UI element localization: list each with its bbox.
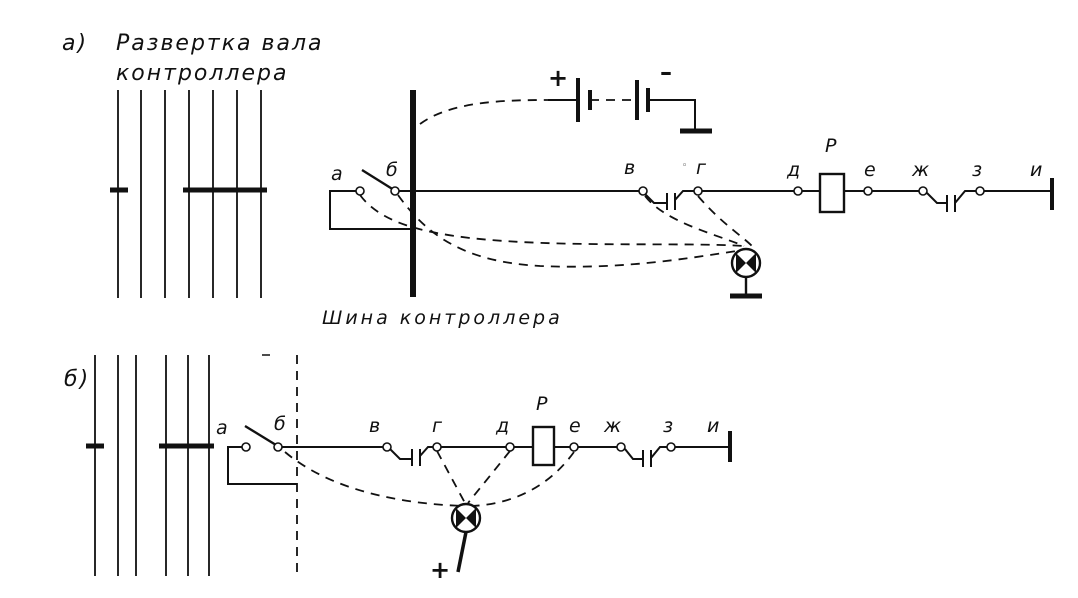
node-label-d: д	[495, 415, 509, 437]
bus-caption: Шина контроллера	[322, 307, 563, 329]
panel-b: б)	[64, 354, 732, 584]
test-lamp-icon: +	[430, 502, 482, 584]
shaft-development-b	[86, 355, 214, 576]
test-leads-b	[284, 450, 575, 507]
node-label-z: з	[663, 415, 673, 437]
battery-minus-sign: –	[660, 58, 672, 86]
circuit-line-b	[227, 424, 732, 485]
node-label-i: и	[707, 415, 719, 437]
dashed-link	[419, 99, 549, 125]
switch-blade	[361, 168, 395, 192]
relay-coil	[531, 425, 556, 467]
node-label-a: а	[216, 417, 228, 439]
relay-label: Р	[536, 393, 548, 415]
panel-a-title-line2: контроллера	[116, 61, 288, 86]
test-lamp-icon	[730, 247, 762, 299]
node-label-z: з	[972, 159, 982, 181]
probe-plus-sign: +	[430, 556, 450, 584]
battery-plus-sign: +	[548, 64, 568, 92]
node-label-d: д	[786, 159, 800, 181]
panel-a-marker: а)	[62, 31, 88, 56]
panel-b-marker: б)	[64, 367, 90, 392]
probe-lead	[456, 531, 468, 573]
node-label-e: е	[569, 415, 581, 437]
shaft-development-a	[110, 90, 267, 298]
relay-label: Р	[825, 135, 837, 157]
test-leads-a	[359, 194, 753, 268]
panel-a: а) Развертка вала контроллера Шина контр…	[62, 31, 1054, 329]
stray-mark: ◦	[682, 161, 687, 171]
node-label-a: а	[331, 163, 343, 185]
node-label-b: б	[386, 159, 398, 181]
node-label-b: б	[274, 413, 286, 435]
node-label-v: в	[624, 157, 635, 179]
node-label-zh: ж	[603, 415, 621, 437]
relay-coil	[818, 172, 846, 214]
node-label-v: в	[369, 415, 380, 437]
circuit-line-a	[329, 168, 1054, 230]
node-label-g: г	[432, 415, 443, 437]
node-label-i: и	[1030, 159, 1042, 181]
node-label-g: г	[696, 157, 707, 179]
panel-a-title-line1: Развертка вала	[116, 31, 323, 56]
switch-blade	[244, 424, 277, 447]
node-label-e: е	[864, 159, 876, 181]
node-label-zh: ж	[911, 159, 929, 181]
battery: + –	[548, 58, 712, 134]
